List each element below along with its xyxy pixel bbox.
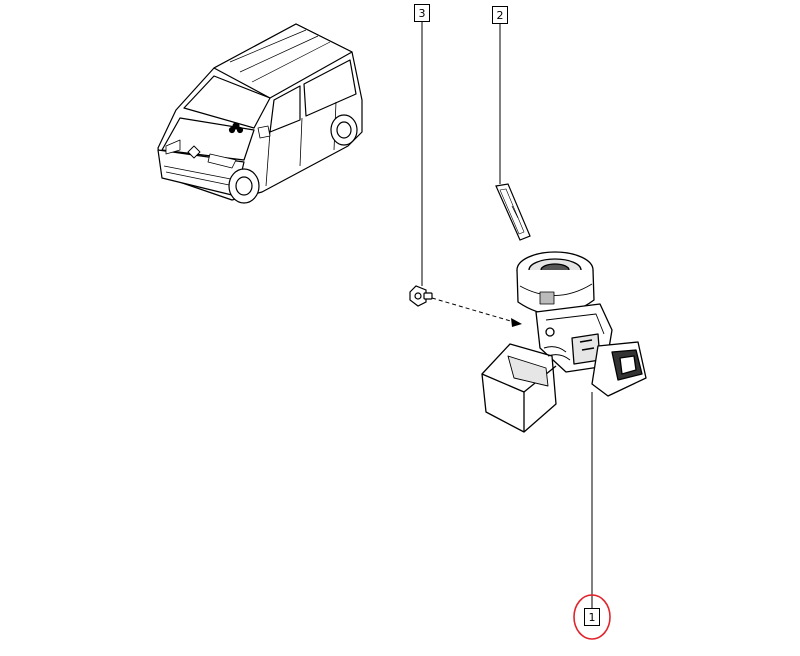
callout-label-1-text: 1 bbox=[588, 611, 596, 624]
callout-label-1[interactable]: 1 bbox=[584, 608, 600, 626]
callout-label-3[interactable]: 3 bbox=[414, 4, 430, 22]
van-illustration bbox=[157, 23, 363, 204]
assembly-arrow-head bbox=[511, 318, 522, 327]
part-2-strip bbox=[495, 183, 531, 241]
callout-1-highlight-circle bbox=[573, 594, 611, 640]
leader-lines bbox=[421, 22, 593, 608]
callout-label-3-text: 3 bbox=[418, 7, 426, 20]
assembly-dashed-line bbox=[431, 297, 515, 323]
callout-label-2-text: 2 bbox=[496, 9, 504, 22]
callout-label-2[interactable]: 2 bbox=[492, 6, 508, 24]
part-1-ignition-assembly bbox=[481, 251, 647, 433]
part-3-bolt bbox=[409, 285, 433, 307]
